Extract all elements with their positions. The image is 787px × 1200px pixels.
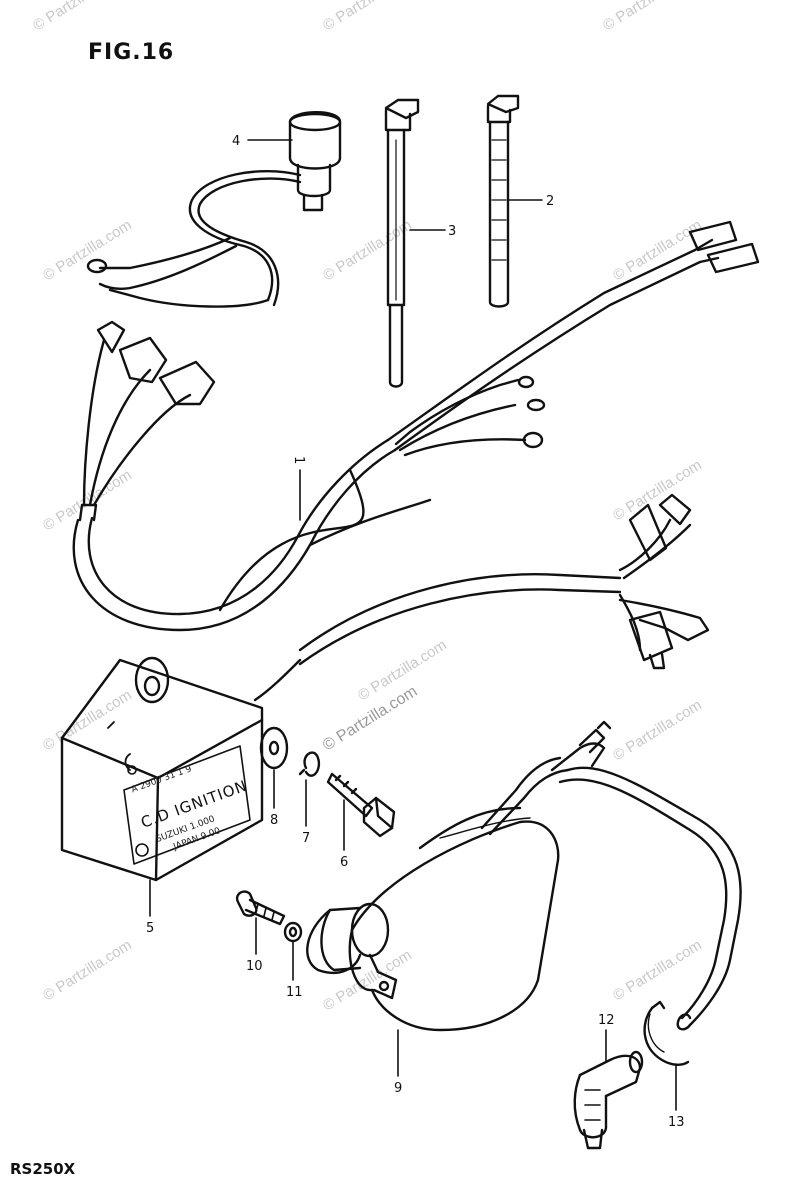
callout-1: 1	[291, 456, 306, 464]
callout-12: 12	[598, 1013, 615, 1028]
spark-plug-cap	[573, 1050, 644, 1150]
callout-4: 4	[232, 134, 240, 149]
screw	[235, 890, 286, 926]
washer	[259, 726, 289, 770]
callout-2: 2	[546, 194, 554, 209]
callout-8: 8	[270, 813, 278, 828]
ignition-coil	[306, 720, 742, 1032]
callout-10: 10	[246, 959, 263, 974]
callout-3: 3	[448, 224, 456, 239]
callout-11: 11	[286, 985, 303, 1000]
bolt	[326, 772, 396, 838]
clip	[643, 1000, 690, 1066]
callout-5: 5	[146, 921, 154, 936]
wiring-harness	[72, 220, 760, 702]
kill-switch	[86, 111, 342, 308]
callout-13: 13	[668, 1115, 685, 1130]
nut	[283, 921, 303, 943]
callout-9: 9	[394, 1081, 402, 1096]
cdi-label-top: A 2900 31 1 9	[130, 764, 193, 795]
callout-leaders	[149, 139, 677, 1111]
callout-7: 7	[302, 831, 310, 846]
callout-6: 6	[340, 855, 348, 870]
lock-washer	[298, 751, 321, 777]
figure-title: FIG.16	[88, 40, 175, 65]
cdi-unit: A 2900 31 1 9 C.D IGNITION SUZUKI 1.000 …	[60, 656, 264, 882]
model-code: RS250X	[10, 1160, 76, 1178]
band-strap-long	[384, 98, 420, 388]
band-strap-short	[486, 94, 520, 308]
